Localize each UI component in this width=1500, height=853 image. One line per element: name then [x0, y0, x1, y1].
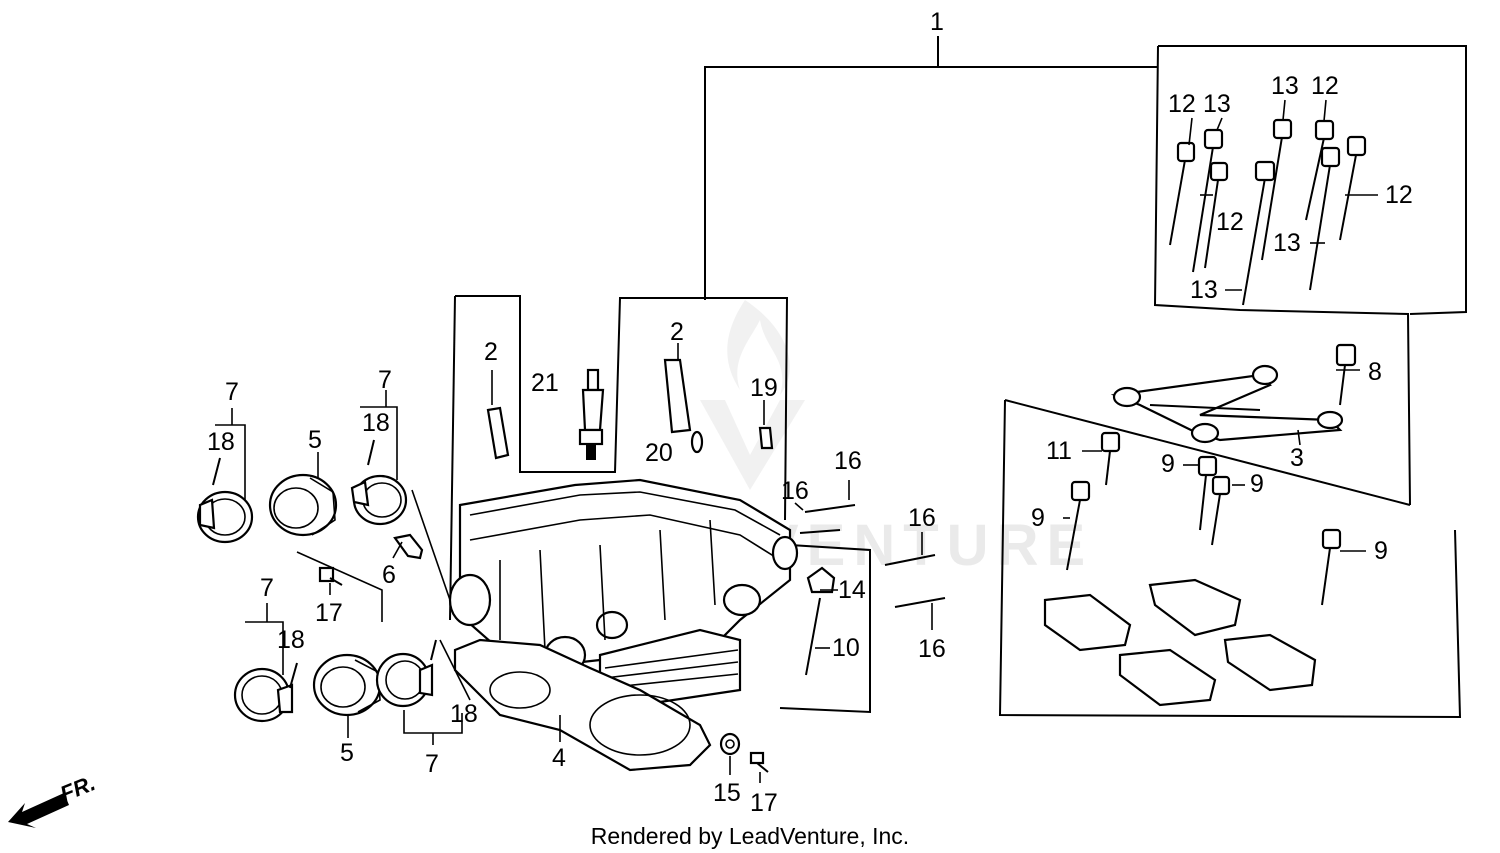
- callout-16: 16: [834, 447, 862, 475]
- rocker-arm-assembly: [1110, 364, 1344, 444]
- cylinder-head: [448, 478, 799, 707]
- callout-6: 6: [382, 561, 396, 589]
- cylinder-head-bolts: [1169, 118, 1367, 306]
- callout-7: 7: [425, 750, 439, 778]
- callout-7: 7: [225, 378, 239, 406]
- callout-4: 4: [552, 744, 566, 772]
- callout-19: 19: [750, 374, 778, 402]
- callout-20: 20: [645, 439, 673, 467]
- bolt-13b: [1242, 160, 1276, 306]
- callout-10: 10: [832, 634, 860, 662]
- callout-18: 18: [450, 700, 478, 728]
- front-label: FR.: [57, 770, 99, 806]
- o-ring-20: [690, 430, 704, 454]
- rocker-holders: [1043, 578, 1317, 707]
- fitting-6: [393, 533, 424, 560]
- bolt-17b: [749, 751, 769, 773]
- dowel-pin-2a: [486, 406, 510, 460]
- callout-16: 16: [908, 504, 936, 532]
- callout-7: 7: [260, 574, 274, 602]
- callout-18: 18: [207, 428, 235, 456]
- callout-7: 7: [378, 366, 392, 394]
- bolt-13a: [1192, 128, 1224, 273]
- nut-14: [806, 566, 836, 594]
- callout-12: 12: [1216, 208, 1244, 236]
- callout-14: 14: [838, 576, 866, 604]
- dowel-19: [758, 426, 774, 450]
- callout-13: 13: [1271, 72, 1299, 100]
- callout-13: 13: [1203, 90, 1231, 118]
- callout-9: 9: [1374, 537, 1388, 565]
- bolt-8: [1335, 343, 1357, 406]
- leader-lines: [215, 99, 1378, 783]
- callout-2: 2: [670, 318, 684, 346]
- callout-21: 21: [531, 369, 559, 397]
- bolt-12d: [1339, 135, 1367, 241]
- callout-12: 12: [1168, 90, 1196, 118]
- holder-bolts: [1066, 431, 1342, 606]
- callout-16: 16: [918, 635, 946, 663]
- callout-18: 18: [277, 626, 305, 654]
- clamp-screws: [212, 439, 437, 689]
- callout-11: 11: [1046, 437, 1072, 465]
- carburetor-insulators: [196, 473, 434, 723]
- bolt-9c: [1211, 475, 1231, 546]
- studs-16: [799, 504, 946, 608]
- callout-16: 16: [781, 477, 809, 505]
- front-direction-indicator: FR.: [8, 770, 99, 828]
- callout-2: 2: [484, 338, 498, 366]
- bolt-12a: [1169, 141, 1196, 246]
- bolt-17a: [318, 566, 343, 586]
- dowel-pin-2b: [663, 358, 692, 434]
- bolt-9a: [1066, 480, 1091, 571]
- bolt-9d: [1321, 528, 1342, 606]
- callout-12: 12: [1385, 181, 1413, 209]
- bolt-13c: [1261, 118, 1293, 261]
- spark-plug: [578, 368, 605, 460]
- callout-labels: 1 2 2 3 4 5 5 6 7 7 7 7 8 9 9 9 9 10 11 …: [207, 8, 1413, 817]
- callout-5: 5: [308, 426, 322, 454]
- bolt-12b: [1204, 161, 1229, 269]
- callout-8: 8: [1368, 358, 1382, 386]
- bolt-11: [1100, 431, 1121, 486]
- render-credit: Rendered by LeadVenture, Inc.: [591, 823, 909, 849]
- callout-3: 3: [1290, 444, 1304, 472]
- bolt-13d: [1309, 146, 1341, 291]
- callout-13: 13: [1273, 229, 1301, 257]
- callout-18: 18: [362, 409, 390, 437]
- washer-15: [719, 732, 741, 756]
- assembly-brackets: [296, 36, 1467, 719]
- front-arrow-icon: [8, 793, 69, 828]
- callout-9: 9: [1250, 470, 1264, 498]
- callout-15: 15: [713, 779, 741, 807]
- callout-1: 1: [930, 8, 944, 36]
- callout-5: 5: [340, 739, 354, 767]
- callout-12: 12: [1311, 72, 1339, 100]
- callout-9: 9: [1161, 450, 1175, 478]
- callout-13: 13: [1190, 276, 1218, 304]
- bolt-9b: [1197, 455, 1218, 531]
- callout-9: 9: [1031, 504, 1045, 532]
- stud-10: [805, 597, 821, 676]
- head-gasket: [453, 638, 712, 772]
- callout-17: 17: [750, 789, 778, 817]
- callout-17: 17: [315, 599, 343, 627]
